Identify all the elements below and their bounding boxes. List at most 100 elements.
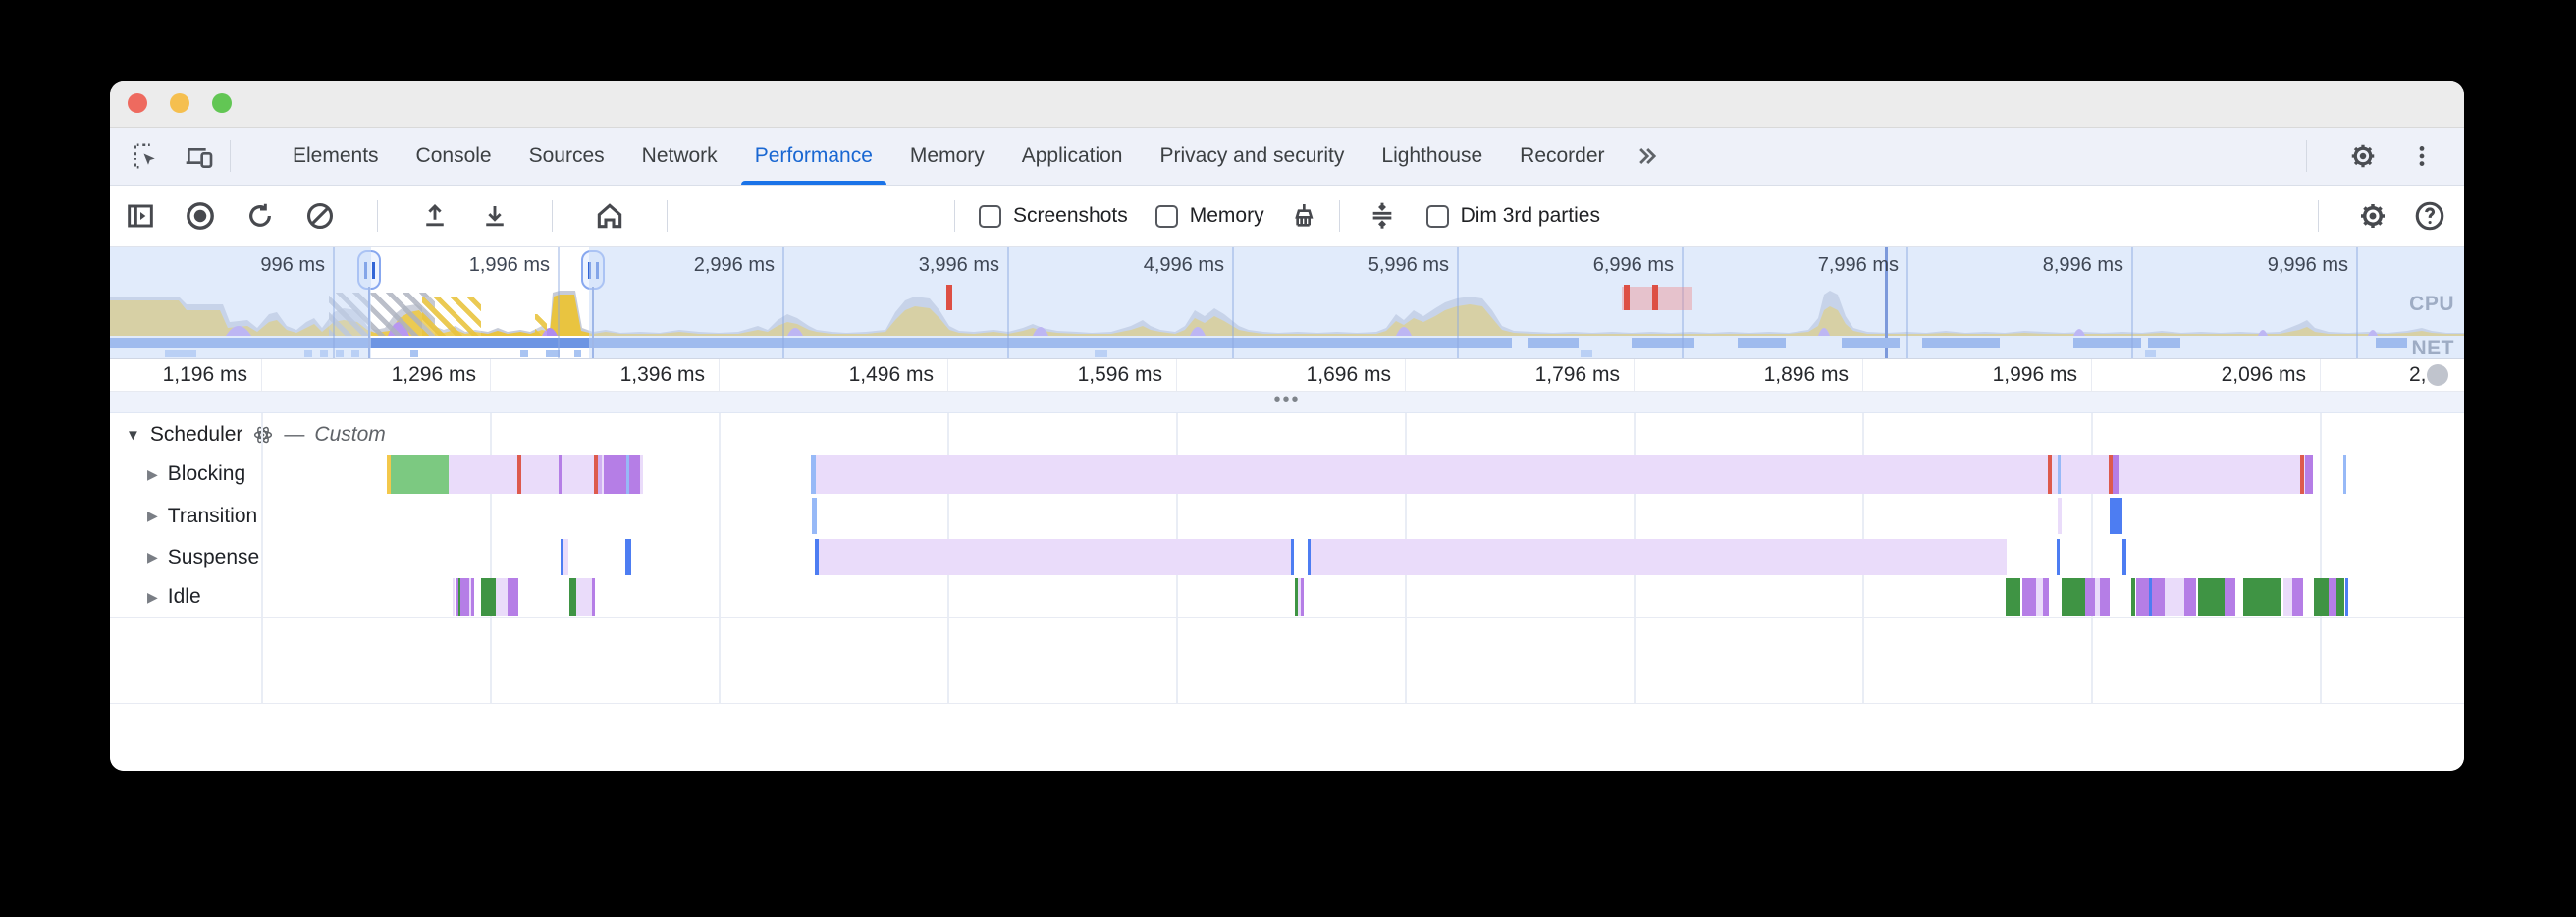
flame-bar-blocking[interactable] — [2048, 455, 2052, 494]
flame-bar-idle[interactable] — [2043, 578, 2049, 616]
timeline-overview[interactable]: CPU NET 996 ms1,996 ms2,996 ms3,996 ms4,… — [110, 247, 2464, 359]
capture-settings-gear-icon[interactable] — [2356, 199, 2389, 233]
flame-bar-idle[interactable] — [592, 578, 595, 616]
inspect-element-icon[interactable] — [130, 139, 163, 173]
track-row-label-idle[interactable]: ▶Idle — [147, 578, 201, 616]
flame-bar-idle[interactable] — [2095, 578, 2100, 616]
flame-bar-suspense[interactable] — [2122, 539, 2126, 575]
flame-bar-idle[interactable] — [2006, 578, 2020, 616]
flame-bar-suspense[interactable] — [561, 539, 564, 575]
device-toolbar-icon[interactable] — [183, 139, 216, 173]
help-icon[interactable] — [2413, 199, 2446, 233]
flame-bar-suspense[interactable] — [564, 539, 568, 575]
flame-bar-transition[interactable] — [2058, 498, 2062, 534]
flame-bar-suspense[interactable] — [1311, 539, 2007, 575]
flame-bar-idle[interactable] — [456, 578, 458, 616]
tab-sources[interactable]: Sources — [528, 144, 605, 167]
flame-bar-suspense[interactable] — [2057, 539, 2060, 575]
save-profile-icon[interactable] — [478, 199, 511, 233]
flame-bar-idle[interactable] — [453, 578, 455, 616]
flame-bar-idle[interactable] — [2336, 578, 2344, 616]
flame-bar-blocking[interactable] — [2058, 455, 2061, 494]
screenshots-checkbox-box[interactable] — [979, 204, 1001, 228]
flame-bar-idle[interactable] — [2184, 578, 2196, 616]
minimize-window-button[interactable] — [170, 93, 189, 113]
scrollbar-thumb[interactable] — [2427, 364, 2448, 386]
flame-bar-suspense[interactable] — [819, 539, 1291, 575]
flame-bar-idle[interactable] — [2152, 578, 2165, 616]
flame-bar-suspense[interactable] — [625, 539, 631, 575]
flame-bar-idle[interactable] — [569, 578, 576, 616]
flame-bar-idle[interactable] — [2136, 578, 2149, 616]
flame-bar-idle[interactable] — [508, 578, 518, 616]
screenshots-checkbox[interactable]: Screenshots — [979, 204, 1128, 228]
flame-bar-blocking[interactable] — [816, 455, 2306, 494]
flame-bar-idle[interactable] — [2022, 578, 2036, 616]
expand-triangle-icon[interactable]: ▶ — [147, 549, 158, 565]
track-header-scheduler[interactable]: ▼ Scheduler — Custom — [126, 423, 386, 447]
flame-bar-blocking[interactable] — [2300, 455, 2304, 494]
flame-bar-idle[interactable] — [1298, 578, 1301, 616]
zoom-window-button[interactable] — [212, 93, 232, 113]
load-profile-icon[interactable] — [418, 199, 452, 233]
live-metrics-home-icon[interactable] — [593, 199, 626, 233]
flame-bar-idle[interactable] — [2100, 578, 2110, 616]
flame-bar-idle[interactable] — [2243, 578, 2281, 616]
flame-bar-idle[interactable] — [1295, 578, 1298, 616]
flame-bar-idle[interactable] — [471, 578, 474, 616]
flame-bar-transition[interactable] — [2110, 498, 2122, 534]
tab-performance[interactable]: Performance — [736, 128, 891, 185]
flame-bar-idle[interactable] — [2149, 578, 2152, 616]
record-icon[interactable] — [184, 199, 217, 233]
flame-bar-blocking[interactable] — [598, 455, 602, 494]
memory-checkbox-box[interactable] — [1154, 204, 1178, 228]
track-row-label-transition[interactable]: ▶Transition — [147, 498, 257, 534]
close-window-button[interactable] — [128, 93, 147, 113]
flame-bar-blocking[interactable] — [604, 455, 626, 494]
track-row-label-suspense[interactable]: ▶Suspense — [147, 539, 259, 575]
collapse-triangle-icon[interactable]: ▼ — [126, 426, 140, 444]
more-menu-dots-icon[interactable] — [2405, 139, 2439, 173]
flame-bar-idle[interactable] — [2314, 578, 2329, 616]
flame-bar-suspense[interactable] — [815, 539, 819, 575]
expand-triangle-icon[interactable]: ▶ — [147, 508, 158, 523]
flame-bar-idle[interactable] — [496, 578, 508, 616]
memory-checkbox[interactable]: Memory — [1154, 204, 1264, 228]
flame-bar-idle[interactable] — [458, 578, 460, 616]
flame-bar-idle[interactable] — [469, 578, 471, 616]
tab-application[interactable]: Application — [1021, 144, 1123, 167]
expand-triangle-icon[interactable]: ▶ — [147, 588, 158, 605]
flame-bar-suspense[interactable] — [1291, 539, 1294, 575]
flame-bar-blocking[interactable] — [2113, 455, 2119, 494]
flame-bar-blocking[interactable] — [594, 455, 598, 494]
flame-bar-idle[interactable] — [2198, 578, 2225, 616]
flame-bar-transition[interactable] — [812, 498, 817, 534]
flame-bar-idle[interactable] — [481, 578, 496, 616]
flame-bar-idle[interactable] — [2225, 578, 2235, 616]
collect-garbage-brush-icon[interactable] — [1286, 199, 1319, 233]
pane-splitter-handle[interactable]: ••• — [110, 390, 2464, 413]
flame-bar-idle[interactable] — [2085, 578, 2095, 616]
flame-bar-blocking[interactable] — [629, 455, 640, 494]
flame-bar-blocking[interactable] — [391, 455, 449, 494]
expand-triangle-icon[interactable]: ▶ — [147, 465, 158, 482]
flame-bar-idle[interactable] — [576, 578, 592, 616]
flame-bar-idle[interactable] — [2165, 578, 2184, 616]
tab-console[interactable]: Console — [415, 144, 492, 167]
flame-bar-idle[interactable] — [460, 578, 469, 616]
toggle-sidebar-icon[interactable] — [124, 199, 157, 233]
flame-bar-idle[interactable] — [2062, 578, 2085, 616]
flame-bar-idle[interactable] — [2283, 578, 2292, 616]
flame-bar-blocking[interactable] — [626, 455, 629, 494]
flame-bar-idle[interactable] — [2036, 578, 2043, 616]
collapse-recording-icon[interactable] — [1366, 199, 1399, 233]
dim-3rd-parties-checkbox-box[interactable] — [1425, 204, 1449, 228]
record-and-reload-icon[interactable] — [243, 199, 277, 233]
tab-elements[interactable]: Elements — [293, 144, 379, 167]
flame-bar-blocking[interactable] — [387, 455, 391, 494]
dim-3rd-parties-checkbox[interactable]: Dim 3rd parties — [1425, 204, 1600, 228]
flame-bar-idle[interactable] — [2345, 578, 2348, 616]
more-tabs-chevron-icon[interactable] — [1630, 139, 1663, 173]
track-row-label-blocking[interactable]: ▶Blocking — [147, 455, 245, 494]
tab-memory[interactable]: Memory — [909, 144, 985, 167]
